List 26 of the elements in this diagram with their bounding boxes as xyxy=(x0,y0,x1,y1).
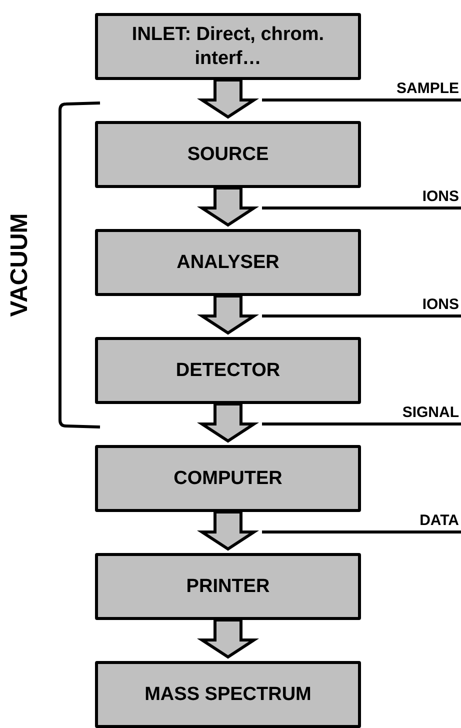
box-label: ANALYSER xyxy=(176,250,280,274)
signal-label: DATA xyxy=(420,513,459,528)
box-label: COMPUTER xyxy=(174,466,282,490)
signal-label: IONS xyxy=(422,189,459,204)
box-label: DETECTOR xyxy=(176,358,280,382)
process-box xyxy=(95,553,361,620)
signal-label: SAMPLE xyxy=(396,81,459,96)
signal-label: IONS xyxy=(422,297,459,312)
box-label: SOURCE xyxy=(187,142,269,166)
block-arrow xyxy=(196,402,260,443)
process-box xyxy=(95,661,361,728)
process-box xyxy=(95,337,361,404)
block-arrow xyxy=(196,618,260,659)
block-arrow xyxy=(196,186,260,227)
process-box xyxy=(95,445,361,512)
process-box xyxy=(95,229,361,296)
process-box xyxy=(95,13,361,80)
box-label: INLET: Direct, chrom. interf… xyxy=(130,22,326,70)
region-label: VACUUM xyxy=(8,213,32,317)
block-arrow xyxy=(196,510,260,551)
block-arrow xyxy=(196,294,260,335)
process-box xyxy=(95,121,361,188)
box-label: MASS SPECTRUM xyxy=(144,682,312,706)
box-label: PRINTER xyxy=(186,574,270,598)
signal-label: SIGNAL xyxy=(402,405,459,420)
block-arrow xyxy=(196,78,260,119)
